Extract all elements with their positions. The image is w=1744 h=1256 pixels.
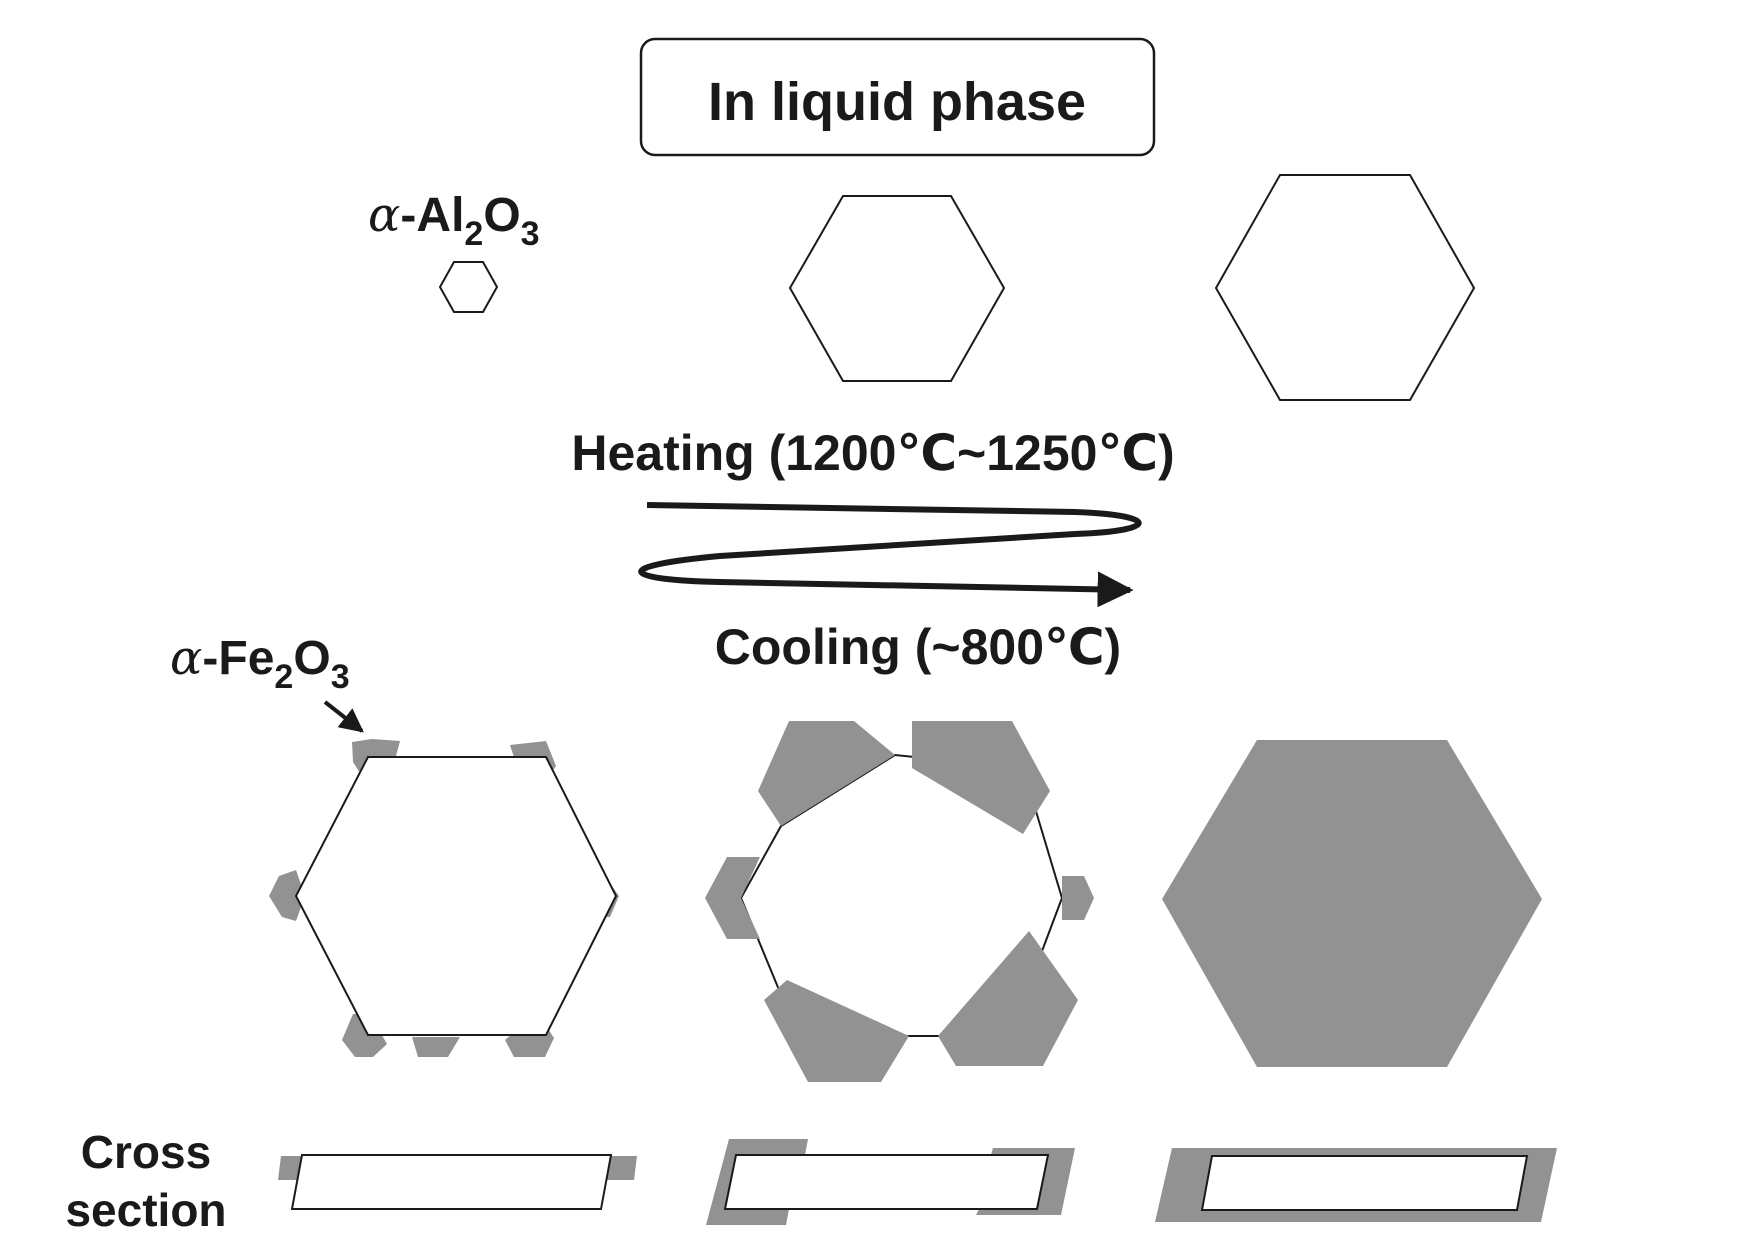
title-box: In liquid phase bbox=[639, 37, 1156, 157]
cross-section-2-platelet bbox=[723, 1154, 1050, 1210]
hematite-patch bbox=[912, 721, 1050, 834]
small-alumina-hexagon bbox=[438, 261, 499, 313]
hematite-layer-left bbox=[706, 1139, 808, 1225]
hematite-pointer-arrow bbox=[323, 700, 364, 733]
hematite-patch bbox=[938, 931, 1078, 1066]
hematite-layer-right bbox=[976, 1148, 1075, 1215]
hematite-patch bbox=[705, 857, 760, 939]
hematite-label: α-Fe2O3 bbox=[170, 630, 350, 696]
hematite-patch bbox=[758, 721, 895, 826]
hematite-patch bbox=[1062, 876, 1094, 920]
large-alumina-hexagon bbox=[1214, 174, 1476, 401]
title-text: In liquid phase bbox=[708, 72, 1086, 132]
stage3-hematite-covered-hexagon bbox=[1162, 740, 1542, 1067]
hematite-patch bbox=[764, 980, 909, 1082]
stage1-alumina-hexagon bbox=[294, 756, 618, 1036]
heating-cooling-arrow bbox=[638, 502, 1142, 608]
stage2-platelet bbox=[705, 721, 1094, 1082]
cross-section-label-line1: Cross bbox=[81, 1126, 211, 1178]
cross-section-1-platelet bbox=[290, 1154, 613, 1210]
heating-label: Heating (1200℃~1250℃) bbox=[571, 425, 1174, 481]
hematite-edge-right bbox=[606, 1156, 637, 1180]
cooling-label: Cooling (~800℃) bbox=[715, 619, 1121, 675]
cross-section-label-line2: section bbox=[65, 1184, 226, 1236]
hematite-nucleus bbox=[269, 870, 305, 921]
title-frame bbox=[639, 37, 1156, 157]
cross-section-1 bbox=[278, 1154, 637, 1210]
hematite-nucleus bbox=[412, 1037, 460, 1057]
cross-section-2 bbox=[706, 1139, 1075, 1225]
stage1-platelet bbox=[269, 739, 619, 1057]
cross-section-3 bbox=[1155, 1148, 1557, 1222]
cross-section-3-platelet bbox=[1200, 1155, 1529, 1211]
alumina-label: α-Al2O3 bbox=[368, 187, 540, 253]
medium-alumina-hexagon bbox=[788, 195, 1006, 382]
